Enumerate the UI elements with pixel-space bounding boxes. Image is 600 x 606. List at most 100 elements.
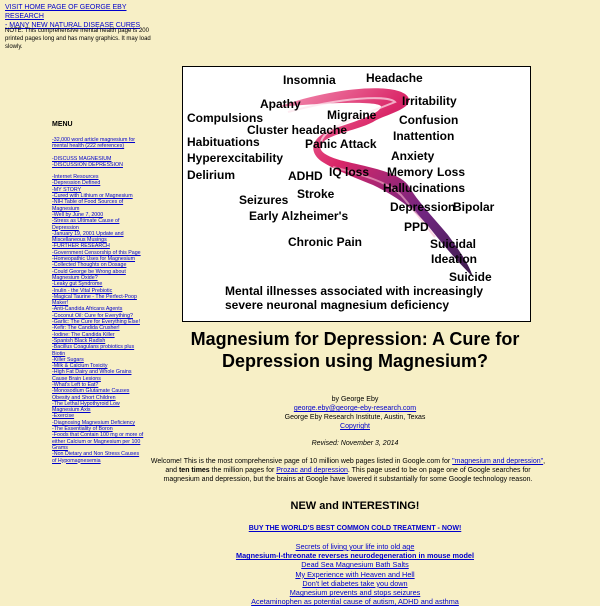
new-link[interactable]: Dead Sea Magnesium Bath Salts [301, 560, 409, 570]
symptom-word: Memory [387, 165, 434, 179]
new-link[interactable]: My Experience with Heaven and Hell [295, 569, 415, 579]
buy-cold-treatment-section: BUY THE WORLD'S BEST COMMON COLD TREATME… [180, 525, 530, 532]
welcome-text: . This page used to be on page one of Go… [163, 467, 533, 483]
mental-illness-tornado-image: Insomnia Headache Apathy Irritability Co… [182, 66, 531, 322]
welcome-text: Welcome! This is the most comprehensive … [150, 458, 453, 465]
menu-item[interactable]: -MY STORY [52, 186, 82, 193]
new-section-heading: NEW and INTERESTING! [290, 500, 420, 512]
load-note: NOTE: This comprehensive mental health p… [5, 28, 151, 50]
menu-item[interactable]: -Diagnosing Magnesium Deficiency [52, 419, 136, 426]
new-links-list: Secrets of living your life into old age… [180, 542, 530, 606]
menu-item[interactable]: -DISCUSSION DEPRESSION [52, 161, 123, 168]
menu-item[interactable]: -Milk & Calcium Toxicity [52, 363, 108, 370]
byline: by George Eby george.eby@george-eby-rese… [180, 395, 530, 431]
author-email-link[interactable]: george.eby@george-eby-research.com [293, 405, 417, 412]
symptom-word: PPD [404, 220, 429, 234]
menu-item[interactable]: -Cured with Lithium or Magnesium [52, 193, 133, 200]
menu-item[interactable]: -Homeopathic Uses for Magnesium [52, 256, 136, 263]
symptom-word: IQ loss [329, 165, 370, 179]
menu-item[interactable]: -Garlic: The Cure for Everything Else! [52, 319, 140, 326]
new-link[interactable]: Magnesium-l-threonate reverses neurodege… [235, 551, 474, 561]
symptom-word: Chronic Pain [288, 235, 363, 249]
top-links: VISIT HOME PAGE OF GEORGE EBY RESEARCH -… [5, 3, 165, 30]
author: by George Eby [331, 396, 379, 403]
buy-cold-treatment-link[interactable]: BUY THE WORLD'S BEST COMMON COLD TREATME… [248, 525, 462, 532]
symptom-word: Suicide [449, 270, 492, 284]
menu-item[interactable]: -Kefir: The Candida Crusher! [52, 325, 120, 332]
menu-item[interactable]: -Coconut Oil: Cure for Everything? [52, 312, 133, 319]
menu-item[interactable]: -High Fat Dairy and Whole Grains Cause B… [52, 369, 132, 382]
new-link[interactable]: Acetaminophen as potential cause of auti… [251, 597, 459, 606]
page-title: Magnesium for Depression: A Cure for Dep… [190, 329, 520, 371]
symptom-word: Depression [390, 200, 456, 214]
menu-item[interactable]: -January 19, 2001 Update and Miscellaneo… [52, 230, 124, 244]
new-link[interactable]: Don't let diabetes take you down [302, 578, 408, 588]
menu-item[interactable]: -Leaky gut Syndrome [52, 281, 103, 288]
menu-item[interactable]: -Well by June 7, 2000 [52, 211, 104, 218]
symptom-word: Delirium [187, 168, 236, 182]
menu-item[interactable]: -Stress as Ultimate Cause of Depression [52, 218, 120, 231]
symptom-word: Suicidal [430, 237, 477, 251]
welcome-text: the million pages for [209, 467, 277, 474]
menu-list: -32,000 word article magnesium for menta… [52, 137, 144, 464]
symptom-word: Stroke [297, 187, 335, 201]
menu-item[interactable]: -32,000 word article magnesium for menta… [52, 137, 136, 150]
menu-item[interactable]: -NIH Table of Food Sources of Magnesium [52, 199, 124, 212]
revised-date: Revised: November 3, 2014 [311, 440, 399, 447]
menu-item[interactable]: -Monosodium Glutamate Causes Obesity and… [52, 388, 130, 401]
menu-item[interactable]: -Exercise [52, 413, 75, 420]
menu-item[interactable]: -What's Left to Eat? [52, 381, 99, 388]
menu-item[interactable]: -DISCUSS MAGNESIUM [52, 155, 112, 162]
symptom-word: ADHD [288, 169, 323, 183]
menu-item[interactable]: -The Lethal Hypothyroid Low Magnesium Ax… [52, 400, 120, 414]
symptom-word: Hyperexcitability [187, 151, 284, 165]
menu-item[interactable]: -Foods that Contain 100 mg or more of ei… [52, 432, 144, 451]
new-link[interactable]: Magnesium prevents and stops seizures [289, 588, 421, 598]
menu-item[interactable]: -Non Dietary and Non Stress Causes of Hy… [52, 451, 140, 464]
menu-item[interactable]: -Internet Resources [52, 174, 99, 181]
symptom-word: Irritability [402, 94, 457, 108]
symptom-word: Ideation [431, 252, 478, 266]
welcome-text: , and [165, 458, 546, 474]
symptom-word: Headache [366, 71, 423, 85]
symptom-word: Cluster headache [247, 123, 348, 137]
menu-item[interactable]: -Iodine: The Candida Killer [52, 331, 115, 338]
symptom-word: Migraine [327, 108, 377, 122]
menu-item[interactable]: -The Essentiality of Boron [52, 426, 113, 433]
copyright-link[interactable]: Copyright [340, 423, 370, 430]
symptom-word: Inattention [393, 129, 455, 143]
menu-item[interactable]: -Killer Sugars [52, 356, 84, 363]
menu-title: MENU [52, 121, 73, 128]
symptom-word: Apathy [260, 97, 301, 111]
organization: George Eby Research Institute, Austin, T… [284, 414, 426, 421]
symptom-word: Loss [437, 165, 466, 179]
symptom-word: Bipolar [453, 200, 495, 214]
banner-caption: Mental illnesses associated with increas… [225, 284, 484, 312]
symptom-word: Insomnia [283, 73, 336, 87]
welcome-paragraph: Welcome! This is the most comprehensive … [148, 457, 548, 484]
magnesium-depression-search-link[interactable]: "magnesium and depression" [452, 458, 544, 465]
menu-item[interactable]: -Could George be Wrong about Magnesium O… [52, 268, 126, 281]
menu-item[interactable]: -Inulin - the Vital Prebiotic [52, 287, 113, 294]
symptom-word: Panic Attack [305, 137, 377, 151]
welcome-emphasis: ten times [178, 467, 210, 474]
symptom-word: Seizures [239, 193, 289, 207]
menu-item[interactable]: -Anti-Candida Africans Agents [52, 306, 123, 313]
symptom-word: Anxiety [391, 149, 435, 163]
menu-item[interactable]: -Depression Defined [52, 180, 101, 187]
menu-item[interactable]: -FURTHER RESEARCH [52, 243, 110, 250]
symptom-word: Early Alzheimer's [249, 209, 349, 223]
symptom-word: Hallucinations [383, 181, 466, 195]
menu-item[interactable]: -Collected Thoughts on Dosage [52, 262, 127, 269]
menu-item[interactable]: -Magical Taurine - The Perfect-Poop Make… [52, 293, 137, 307]
menu-item[interactable]: -Bacillus Coagulans probiotics plus Biot… [52, 344, 135, 357]
menu-item[interactable]: -Government Censorship of this Page [52, 249, 141, 256]
symptom-word: Compulsions [187, 111, 264, 125]
home-page-link[interactable]: VISIT HOME PAGE OF GEORGE EBY RESEARCH [5, 4, 127, 20]
tornado-graphic [278, 88, 473, 277]
natural-cures-link[interactable]: - MANY NEW NATURAL DISEASE CURES [5, 22, 141, 29]
menu-item[interactable]: -Spanish Black Radish [52, 337, 106, 344]
new-link[interactable]: Secrets of living your life into old age [295, 542, 415, 551]
prozac-depression-link[interactable]: Prozac and depression [276, 467, 348, 474]
symptom-word: Habituations [187, 135, 260, 149]
